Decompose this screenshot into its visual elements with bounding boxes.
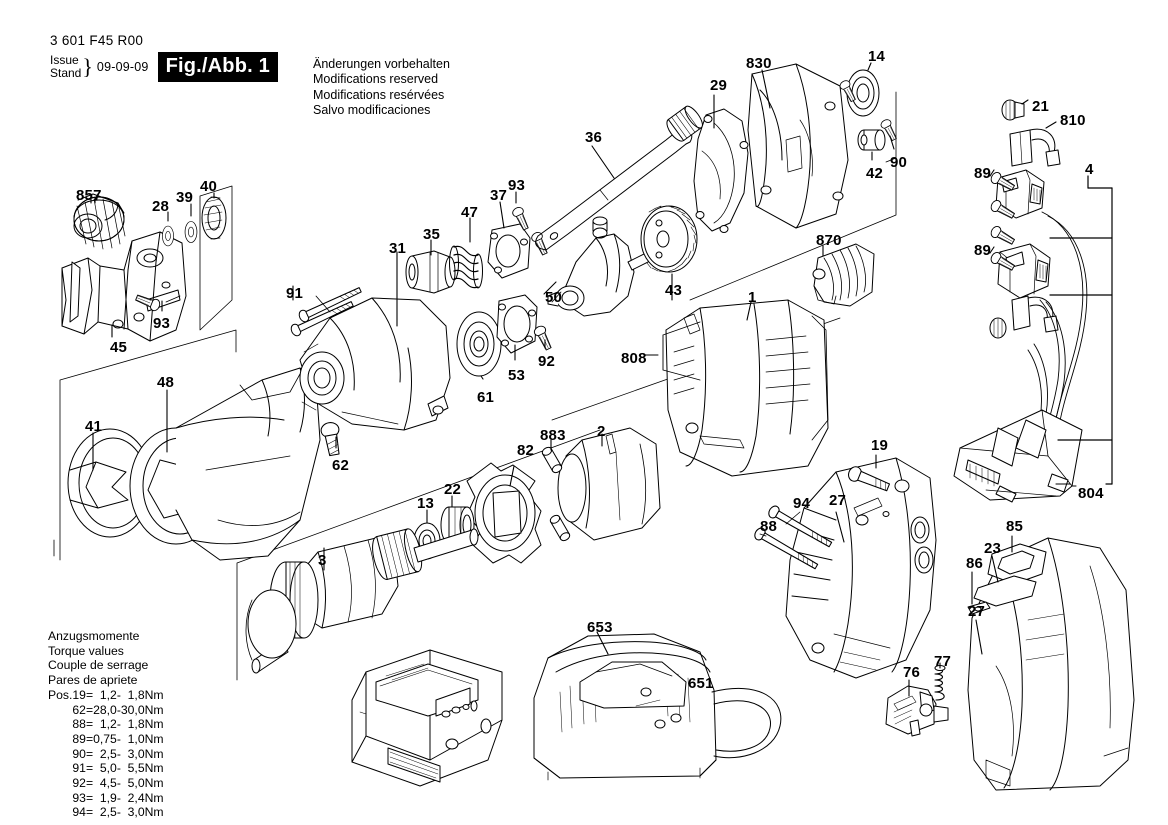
part-callout-22: 22 — [444, 481, 462, 498]
part-callout-28: 28 — [152, 198, 170, 215]
part-callout-90: 90 — [890, 154, 908, 171]
torque-heading-en: Torque values — [48, 643, 124, 658]
part-number: 3 601 F45 R00 — [50, 33, 144, 48]
part-callout-93: 93 — [153, 315, 171, 332]
part-callout-31: 31 — [389, 240, 407, 257]
stand-label: Stand — [50, 66, 82, 80]
part-callout-3: 3 — [318, 552, 327, 569]
part-callout-86: 86 — [966, 555, 984, 572]
issue-row: Issue Stand } 09-09-09 Fig./Abb. 1 — [50, 52, 278, 82]
issue-stand-labels: Issue Stand — [50, 54, 81, 80]
part-callout-89: 89 — [974, 165, 992, 182]
part-callout-653: 653 — [587, 619, 613, 636]
part-callout-82: 82 — [517, 442, 535, 459]
part-callout-23: 23 — [984, 540, 1002, 557]
part-callout-808: 808 — [621, 350, 647, 367]
part-callout-857: 857 — [76, 187, 102, 204]
part-callout-94: 94 — [793, 495, 811, 512]
part-callout-2: 2 — [597, 423, 606, 440]
part-callout-48: 48 — [157, 374, 175, 391]
part-callout-88: 88 — [760, 518, 778, 535]
part-callout-85: 85 — [1006, 518, 1024, 535]
part-callout-37: 37 — [490, 187, 508, 204]
part-callout-62: 62 — [332, 457, 350, 474]
disclaimer-line-de: Änderungen vorbehalten — [313, 57, 450, 71]
part-callout-804: 804 — [1078, 485, 1104, 502]
part-callout-47: 47 — [461, 204, 479, 221]
part-callout-870: 870 — [816, 232, 842, 249]
modifications-disclaimer: Änderungen vorbehalten Modifications res… — [313, 57, 450, 118]
part-callout-39: 39 — [176, 189, 194, 206]
figure-badge: Fig./Abb. 1 — [157, 52, 278, 82]
part-callout-29: 29 — [710, 77, 728, 94]
part-callout-883: 883 — [540, 427, 566, 444]
part-callout-93: 93 — [508, 177, 526, 194]
part-callout-4: 4 — [1085, 161, 1094, 178]
disclaimer-line-es: Salvo modificaciones — [313, 102, 431, 117]
part-callout-14: 14 — [868, 48, 886, 65]
part-callout-13: 13 — [417, 495, 435, 512]
disclaimer-line-fr: Modifications resérvées — [313, 87, 445, 102]
part-callout-41: 41 — [85, 418, 103, 435]
part-callout-27: 27 — [829, 492, 847, 509]
disclaimer-line-en: Modifications reserved — [313, 72, 439, 87]
part-callout-76: 76 — [903, 664, 921, 681]
part-callout-91: 91 — [286, 285, 304, 302]
part-callout-19: 19 — [871, 437, 889, 454]
part-callout-89: 89 — [974, 242, 992, 259]
part-callout-40: 40 — [200, 178, 218, 195]
part-callout-50: 50 — [545, 289, 563, 306]
part-callout-61: 61 — [477, 389, 495, 406]
part-callout-92: 92 — [538, 353, 556, 370]
part-callout-1: 1 — [748, 289, 757, 306]
part-callout-27: 27 — [968, 603, 986, 620]
part-callout-77: 77 — [934, 653, 952, 670]
part-callout-810: 810 — [1060, 112, 1086, 129]
part-callout-43: 43 — [665, 282, 683, 299]
part-callout-45: 45 — [110, 339, 128, 356]
brace-glyph: } — [82, 54, 93, 80]
part-callout-21: 21 — [1032, 98, 1050, 115]
issue-date: 09-09-09 — [96, 60, 149, 74]
part-callout-42: 42 — [866, 165, 884, 182]
torque-heading-fr: Couple de serrage — [48, 658, 149, 673]
torque-values-block: Anzugsmomente Torque values Couple de se… — [48, 629, 164, 820]
part-callout-35: 35 — [423, 226, 441, 243]
title-block: 3 601 F45 R00 Issue Stand } 09-09-09 Fig… — [50, 33, 278, 82]
torque-heading-es: Pares de apriete — [48, 673, 138, 688]
part-callout-53: 53 — [508, 367, 526, 384]
issue-label: Issue — [50, 53, 79, 68]
torque-heading-de: Anzugsmomente — [48, 629, 140, 643]
part-callout-651: 651 — [688, 675, 714, 692]
part-callout-36: 36 — [585, 129, 603, 146]
part-callout-830: 830 — [746, 55, 772, 72]
